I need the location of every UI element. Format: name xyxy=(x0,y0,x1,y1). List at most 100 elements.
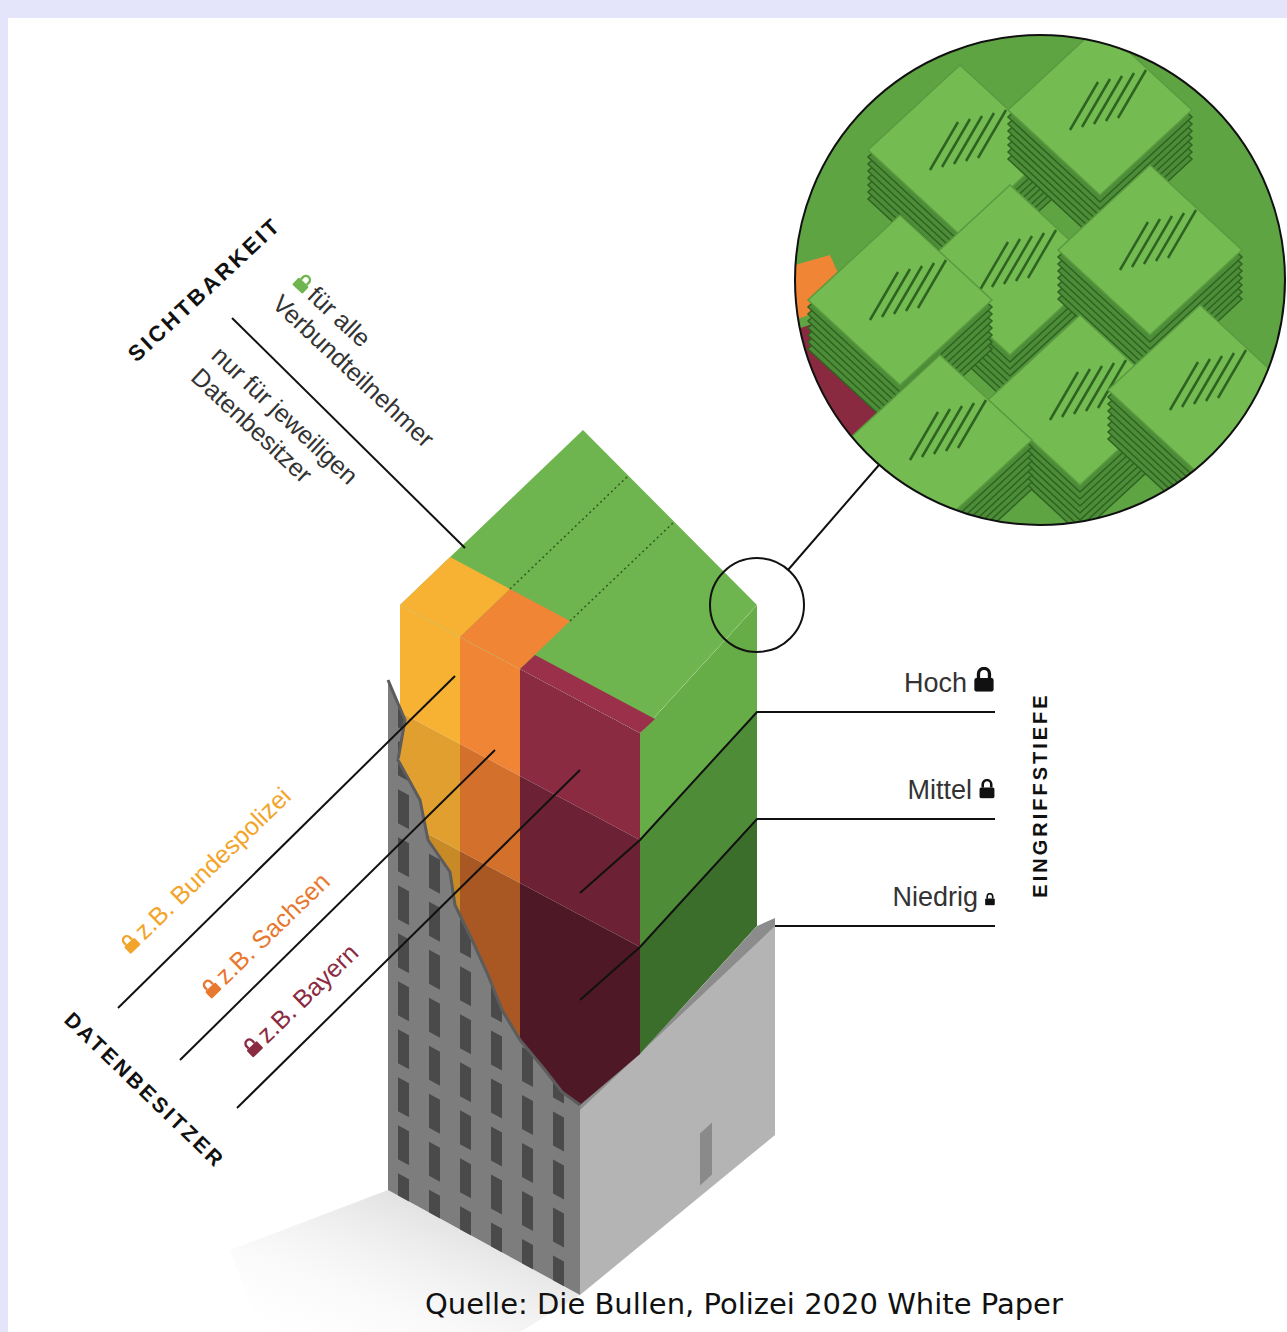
window xyxy=(398,1029,409,1069)
lock-shackle xyxy=(979,668,990,678)
annotation-label: EINGRIFFSTIEFE xyxy=(1028,692,1052,897)
window xyxy=(491,1127,502,1167)
lock-icon xyxy=(973,667,995,692)
annotation-label-text: Niedrig xyxy=(892,882,978,912)
window xyxy=(429,1046,440,1086)
door xyxy=(700,1122,712,1185)
window xyxy=(553,1015,564,1055)
lock-shackle xyxy=(987,894,993,899)
window xyxy=(429,758,440,798)
top-face xyxy=(400,430,757,733)
window xyxy=(429,950,440,990)
zoom-detail xyxy=(795,25,1287,574)
window xyxy=(398,1173,409,1213)
annotation-label: Niedrig xyxy=(892,881,995,913)
page-panel xyxy=(8,18,1287,1332)
window xyxy=(429,806,440,846)
annotation-label-text: Hoch xyxy=(904,668,967,698)
window xyxy=(491,791,502,831)
window xyxy=(522,1239,533,1279)
window xyxy=(491,1223,502,1263)
torn-edge xyxy=(388,680,580,1105)
window xyxy=(553,871,564,911)
lock-body xyxy=(205,982,222,999)
window xyxy=(553,919,564,959)
window xyxy=(491,1079,502,1119)
window xyxy=(491,743,502,783)
text-line xyxy=(918,260,946,308)
lock-icon xyxy=(984,893,995,906)
lock-body xyxy=(979,788,994,799)
window xyxy=(429,1238,440,1278)
source-caption-text: Quelle: Die Bullen, Polizei 2020 White P… xyxy=(425,1287,1063,1321)
lock-body xyxy=(246,1041,263,1058)
window xyxy=(398,1125,409,1165)
text-line xyxy=(1218,350,1246,398)
window xyxy=(522,1143,533,1183)
stacked-sheet xyxy=(1008,25,1192,195)
window xyxy=(429,902,440,942)
text-line xyxy=(1028,230,1056,278)
window xyxy=(491,887,502,927)
zoom-outline xyxy=(795,35,1285,525)
window xyxy=(522,1095,533,1135)
window xyxy=(460,966,471,1006)
window xyxy=(491,935,502,975)
window xyxy=(429,1094,440,1134)
window xyxy=(460,1158,471,1198)
text-line xyxy=(1118,70,1146,118)
window xyxy=(522,855,533,895)
window xyxy=(460,1206,471,1246)
window xyxy=(429,710,440,750)
window xyxy=(522,903,533,943)
lock-icon xyxy=(978,779,995,799)
window xyxy=(553,1159,564,1199)
dotted-divider xyxy=(510,476,628,589)
window xyxy=(398,789,409,829)
text-line xyxy=(1168,210,1196,258)
window xyxy=(460,822,471,862)
window xyxy=(460,870,471,910)
window xyxy=(522,1191,533,1231)
window xyxy=(429,854,440,894)
building-facade xyxy=(388,680,580,1295)
lock-body xyxy=(985,899,995,906)
window xyxy=(398,645,409,685)
annotation-label-text: Mittel xyxy=(907,775,972,805)
dotted-divider xyxy=(570,522,674,621)
data-block-level xyxy=(640,819,757,1054)
window xyxy=(460,1014,471,1054)
window xyxy=(491,839,502,879)
stacked-sheet xyxy=(1058,165,1242,335)
window xyxy=(398,885,409,925)
window xyxy=(429,1190,440,1230)
window xyxy=(553,1111,564,1151)
cap-maroon xyxy=(520,655,655,733)
window xyxy=(491,695,502,735)
stacked-sheet xyxy=(848,355,1032,525)
cap-orange xyxy=(460,589,570,669)
window xyxy=(522,807,533,847)
window xyxy=(522,759,533,799)
window xyxy=(398,981,409,1021)
window xyxy=(460,726,471,766)
window xyxy=(553,823,564,863)
annotation-label: Hoch xyxy=(904,667,995,700)
text-line xyxy=(958,400,986,448)
stacked-sheet xyxy=(1108,305,1287,475)
lock-shackle xyxy=(982,781,991,788)
lock-body xyxy=(292,277,309,294)
stacked-sheet xyxy=(808,215,992,385)
window xyxy=(491,1175,502,1215)
window xyxy=(460,678,471,718)
windows xyxy=(398,645,564,1332)
text-line xyxy=(978,110,1006,158)
window xyxy=(522,999,533,1039)
window xyxy=(460,1110,471,1150)
lock-body xyxy=(974,678,993,692)
annotation-label-text: EINGRIFFSTIEFE xyxy=(1029,692,1051,897)
window xyxy=(398,1269,409,1309)
lock-body xyxy=(124,937,141,954)
window xyxy=(398,1077,409,1117)
window xyxy=(522,951,533,991)
